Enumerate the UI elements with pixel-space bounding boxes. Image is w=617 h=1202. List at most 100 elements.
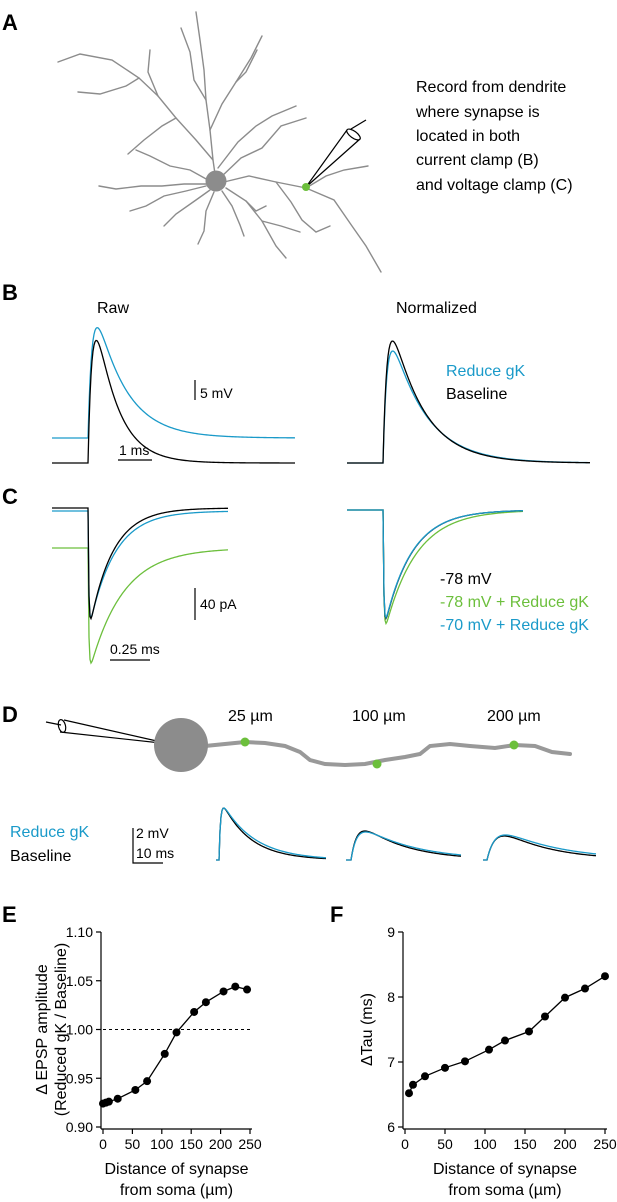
data-point (501, 1036, 509, 1045)
normalized-title: Normalized (396, 300, 477, 317)
epsp-25um-reduce-gk (216, 807, 327, 861)
data-point (405, 1089, 413, 1098)
data-point (581, 984, 589, 993)
y-tick-label: 1.10 (66, 924, 93, 940)
x-axis-label: from soma (µm) (120, 1182, 233, 1199)
legend-78mv-reduce-gk: -78 mV + Reduce gK (440, 594, 589, 611)
y-tick-label: 9 (387, 924, 395, 940)
data-point (461, 1057, 469, 1066)
legend-78mv: -78 mV (440, 571, 492, 588)
data-point (243, 985, 252, 994)
panel-d-label: D (2, 702, 18, 727)
data-point (409, 1080, 417, 1089)
pipette-a (305, 119, 367, 188)
scale-label-2mv: 2 mV (136, 825, 169, 841)
data-point (421, 1072, 429, 1081)
synapse-100um (372, 759, 382, 769)
x-axis-label: Distance of synapse (104, 1161, 248, 1178)
raw-trace-reduce-gk (52, 326, 296, 439)
epsp-200um-baseline (483, 835, 597, 861)
chart-epsp-amplitude: 0.90 0.95 1.00 1.05 1.10 0 50 100 150 200 250Dista… (34, 924, 262, 1199)
scale-label-025ms: 0.25 ms (110, 641, 160, 657)
data-point (160, 1049, 169, 1058)
epsp-100um-reduce-gk (346, 831, 462, 861)
legend-70mv-reduce-gk: -70 mV + Reduce gK (440, 617, 589, 634)
x-tick-label: 250 (593, 1136, 617, 1152)
x-tick-label: 200 (553, 1136, 577, 1152)
x-tick-label: 50 (437, 1136, 453, 1152)
data-point (201, 998, 210, 1007)
neuron-morphology (57, 11, 382, 273)
y-tick-label: 0.95 (66, 1070, 93, 1086)
desc-line: Record from dendrite (416, 79, 566, 96)
data-point (541, 1012, 549, 1021)
y-tick-label: 1.05 (66, 973, 93, 989)
x-tick-label: 0 (99, 1136, 107, 1152)
data-point (485, 1045, 493, 1054)
desc-line: current clamp (B) (416, 152, 539, 169)
scale-label-1ms: 1 ms (119, 442, 149, 458)
distance-label-25um: 25 µm (228, 708, 273, 725)
soma-a (205, 170, 227, 192)
data-point (561, 993, 569, 1002)
legend-d-baseline: Baseline (10, 848, 71, 865)
x-tick-label: 50 (125, 1136, 141, 1152)
current-trace-78mv-reduce-gk (52, 547, 229, 665)
distance-label-200um: 200 µm (487, 708, 541, 725)
data-point (190, 1007, 199, 1016)
epsp-200um-reduce-gk (483, 834, 597, 861)
normalized-trace-baseline (347, 340, 591, 464)
y-tick-label: 6 (387, 1119, 395, 1135)
data-point (525, 1027, 533, 1036)
y-axis-label: (Reduced gK / Baseline) (53, 943, 70, 1116)
x-tick-label: 250 (238, 1136, 262, 1152)
y-tick-label: 1.00 (66, 1022, 93, 1038)
panel-f-label: F (330, 902, 343, 927)
legend-d-reduce-gk: Reduce gK (10, 824, 89, 841)
y-axis-label: ΔTau (ms) (359, 993, 376, 1066)
data-point (113, 1094, 122, 1103)
data-point (172, 1028, 181, 1037)
x-tick-label: 100 (473, 1136, 497, 1152)
desc-line: and voltage clamp (C) (416, 177, 573, 194)
data-point (104, 1097, 113, 1106)
x-tick-label: 150 (513, 1136, 537, 1152)
legend-reduce-gk: Reduce gK (446, 363, 525, 380)
legend-baseline: Baseline (446, 386, 507, 403)
scale-label-40pa: 40 pA (200, 596, 237, 612)
panel-c-label: C (2, 484, 18, 509)
panel-a-description: Record from dendrite where synapse is lo… (415, 79, 573, 194)
current-trace-70mv-reduce-gk (52, 510, 229, 620)
x-tick-label: 200 (209, 1136, 233, 1152)
desc-line: located in both (416, 128, 520, 145)
raw-title: Raw (97, 300, 129, 317)
epsp-25um-baseline (216, 807, 327, 861)
x-tick-label: 150 (180, 1136, 204, 1152)
data-point (231, 982, 240, 991)
soma-d (154, 718, 208, 772)
pipette-d (45, 719, 171, 745)
x-axis-label: Distance of synapse (433, 1161, 577, 1178)
scale-label-5mv: 5 mV (200, 385, 233, 401)
distance-label-100um: 100 µm (352, 708, 406, 725)
data-point (441, 1063, 449, 1072)
data-point (219, 987, 228, 996)
raw-trace-baseline (52, 339, 295, 464)
y-tick-label: 7 (387, 1054, 395, 1070)
panel-a-label: A (2, 10, 18, 35)
x-tick-label: 0 (401, 1136, 409, 1152)
scale-label-10ms: 10 ms (136, 845, 174, 861)
synapse-25um (240, 737, 250, 747)
series-line (102, 985, 248, 1105)
desc-line: where synapse is (415, 104, 540, 121)
data-point (131, 1085, 140, 1094)
y-tick-label: 0.90 (66, 1119, 93, 1135)
x-tick-label: 100 (150, 1136, 174, 1152)
epsp-100um-baseline (346, 830, 462, 861)
synapse-200um (509, 740, 519, 750)
current-trace-78mv (52, 507, 229, 621)
series-line (408, 975, 606, 1094)
norm-current-trace-blue (347, 509, 524, 620)
synapse-dot-a (302, 183, 310, 191)
